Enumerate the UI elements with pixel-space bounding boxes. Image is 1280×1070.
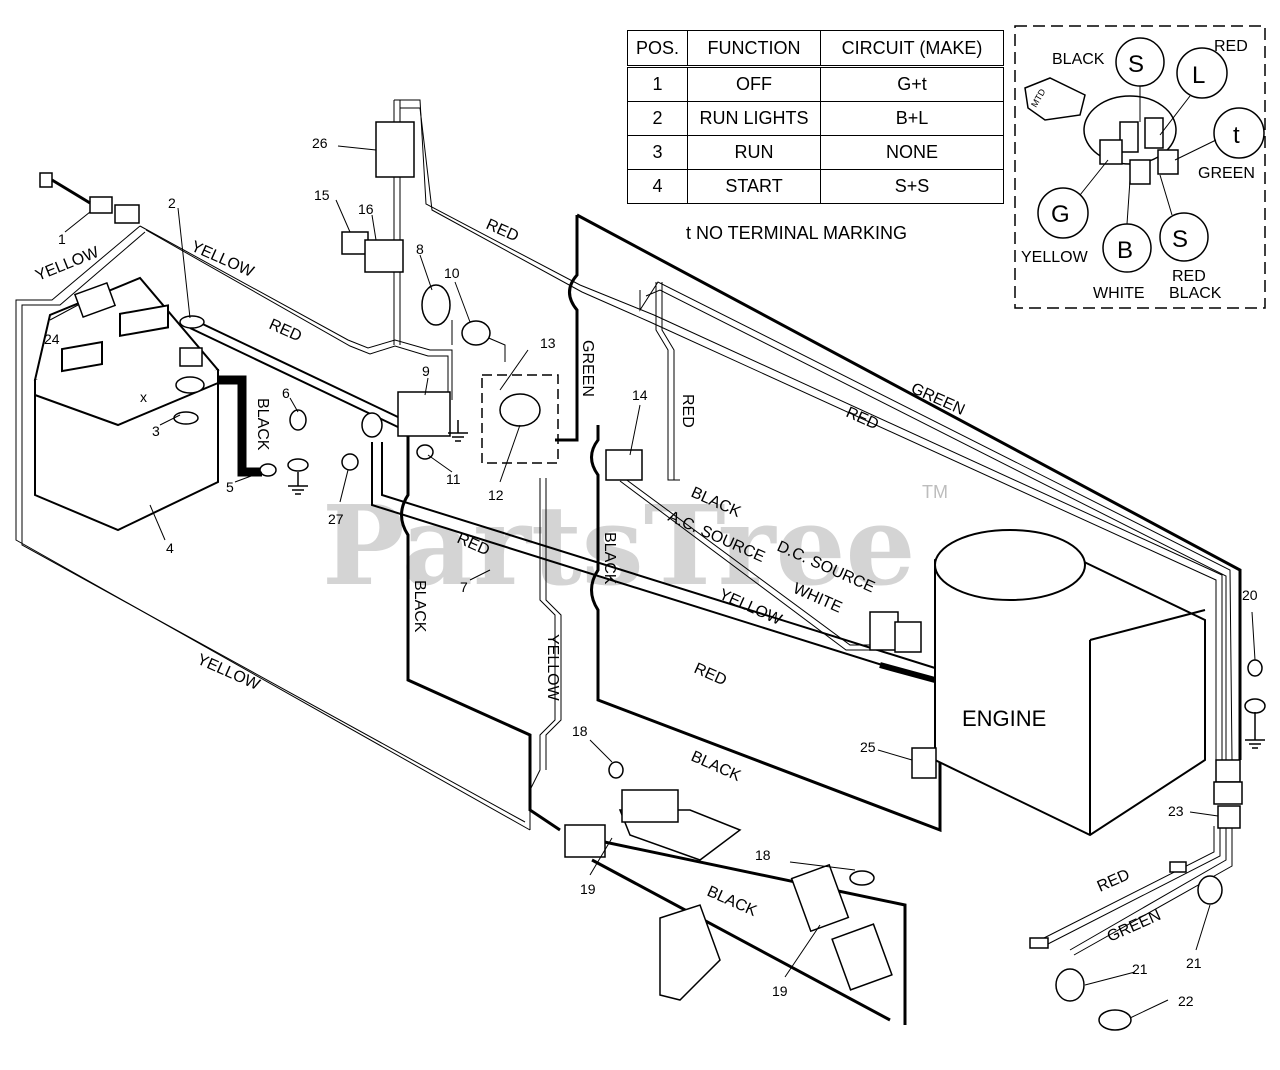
label-yellow: YELLOW <box>33 244 102 285</box>
switch-label-red: RED <box>1214 38 1248 55</box>
label-black: BLACK <box>411 580 428 633</box>
terminal-g: G <box>1051 201 1070 228</box>
col-function: FUNCTION <box>687 30 822 67</box>
label-black: BLACK <box>601 532 618 585</box>
part-6: 6 <box>282 385 290 401</box>
part-10: 10 <box>444 265 460 281</box>
circuit-table: POS. FUNCTION CIRCUIT (MAKE) 1 OFF G+t 2… <box>626 30 1005 204</box>
part-18b: 18 <box>755 847 771 863</box>
black-wires <box>400 213 1242 1025</box>
cell-function: START <box>687 169 822 204</box>
part-4: 4 <box>166 540 174 556</box>
cell-function: RUN <box>687 135 822 170</box>
part-7: 7 <box>460 579 468 595</box>
terminal-b: B <box>1117 237 1133 264</box>
engine-cable <box>879 662 936 683</box>
part-20: 20 <box>1242 587 1258 603</box>
terminal-s-bottom: S <box>1172 226 1188 253</box>
label-yellow: YELLOW <box>544 634 561 702</box>
table-row: 1 OFF G+t <box>626 65 1005 102</box>
cell-pos: 1 <box>626 65 689 102</box>
part-15: 15 <box>314 187 330 203</box>
table-row: 4 START S+S <box>626 169 1005 204</box>
terminal-l: L <box>1192 62 1205 89</box>
part-26: 26 <box>312 135 328 151</box>
col-circuit: CIRCUIT (MAKE) <box>820 30 1005 67</box>
terminal-note: t NO TERMINAL MARKING <box>686 223 908 243</box>
part-24: 24 <box>44 331 60 347</box>
label-red: RED <box>266 316 304 345</box>
label-red: RED <box>843 404 881 433</box>
cell-pos: 4 <box>626 169 689 204</box>
part-27: 27 <box>328 511 344 527</box>
part-23: 23 <box>1168 803 1184 819</box>
part-1: 1 <box>58 231 66 247</box>
cell-circuit: NONE <box>820 135 1005 170</box>
switch-label-black-2: BLACK <box>1169 285 1222 302</box>
engine-block <box>934 529 1206 837</box>
cell-circuit: B+L <box>820 101 1005 136</box>
part-5: 5 <box>226 479 234 495</box>
ignition-switch-inset: MTD S L t G B S BLACK RED GREEN YELLOW W… <box>1014 25 1266 309</box>
harness-wires <box>15 99 1233 956</box>
part-21b: 21 <box>1132 961 1148 977</box>
label-red: RED <box>691 660 729 689</box>
label-black: BLACK <box>704 883 759 920</box>
label-green: GREEN <box>579 340 596 397</box>
switch-label-green: GREEN <box>1198 165 1255 182</box>
part-22: 22 <box>1178 993 1194 1009</box>
leader-lines <box>49 145 1256 1019</box>
part-18: 18 <box>572 723 588 739</box>
part-12: 12 <box>488 487 504 503</box>
switch-label-yellow: YELLOW <box>1021 249 1089 266</box>
part-19b: 19 <box>772 983 788 999</box>
part-8: 8 <box>416 241 424 257</box>
part-13: 13 <box>540 335 556 351</box>
col-pos: POS. <box>626 30 689 67</box>
part-numbers: 1 2 3 4 5 6 7 8 9 10 11 12 13 14 15 16 1… <box>44 135 1258 1009</box>
part-3: 3 <box>152 423 160 439</box>
cell-function: RUN LIGHTS <box>687 101 822 136</box>
part-16: 16 <box>358 201 374 217</box>
cell-pos: 2 <box>626 101 689 136</box>
switch-label-red-2: RED <box>1172 268 1206 285</box>
table-row: 2 RUN LIGHTS B+L <box>626 101 1005 136</box>
cell-function: OFF <box>687 65 822 102</box>
watermark-tm: TM <box>922 482 948 502</box>
cell-circuit: S+S <box>820 169 1005 204</box>
cell-pos: 3 <box>626 135 689 170</box>
label-red: RED <box>679 394 696 428</box>
part-25: 25 <box>860 739 876 755</box>
part-21: 21 <box>1186 955 1202 971</box>
part-9: 9 <box>422 363 430 379</box>
terminal-t: t <box>1233 122 1240 149</box>
part-11: 11 <box>446 471 461 487</box>
engine-label: ENGINE <box>962 706 1046 731</box>
ground-symbols <box>288 420 1265 749</box>
battery <box>33 276 220 532</box>
cell-circuit: G+t <box>820 65 1005 102</box>
switch-label-white: WHITE <box>1093 285 1145 302</box>
part-2: 2 <box>168 195 176 211</box>
label-black: BLACK <box>254 398 271 451</box>
table-row: 3 RUN NONE <box>626 135 1005 170</box>
label-red: RED <box>1095 866 1133 895</box>
part-19: 19 <box>580 881 596 897</box>
terminal-s-top: S <box>1128 51 1144 78</box>
red-cable <box>189 317 936 681</box>
label-yellow: YELLOW <box>194 651 263 694</box>
watermark: PartsTree <box>322 481 916 610</box>
battery-mark: x <box>140 389 147 405</box>
components <box>39 121 1266 1031</box>
switch-label-black: BLACK <box>1052 51 1105 68</box>
part-14: 14 <box>632 387 648 403</box>
ground-strap <box>215 375 262 477</box>
